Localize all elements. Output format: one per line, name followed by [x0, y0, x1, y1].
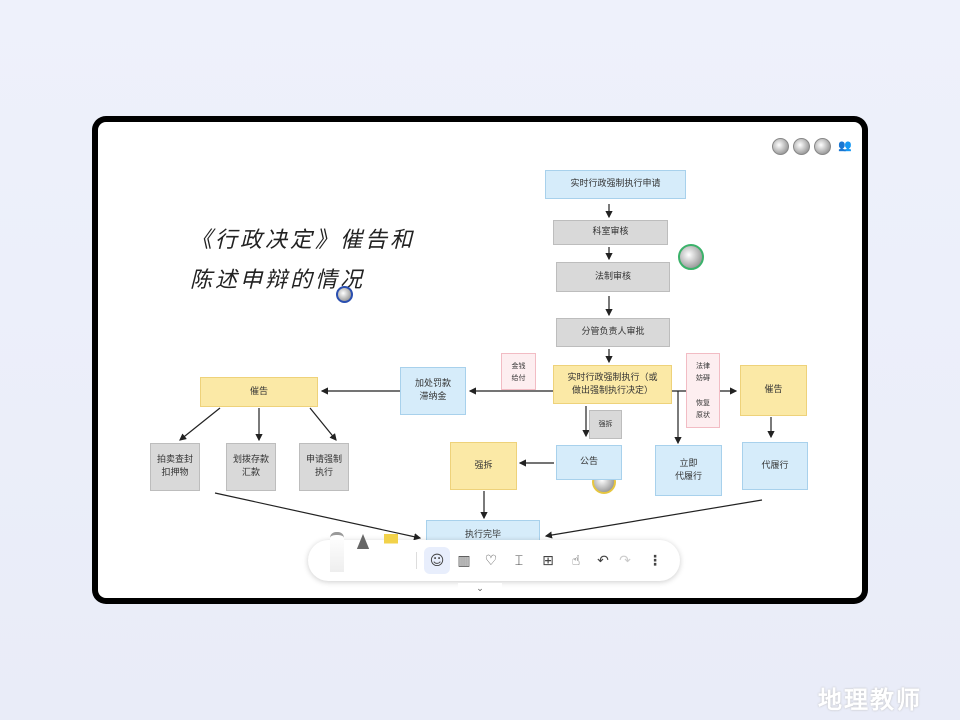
watermark: 地理教师	[818, 686, 922, 714]
node-legal-review[interactable]: 法制审核	[556, 262, 670, 292]
collaborator-cursor-avatar	[678, 244, 704, 270]
node-dept-review[interactable]: 科室审核	[553, 220, 668, 245]
handwriting-line-2: 陈述申辩的情况	[190, 268, 366, 293]
node-apply-court[interactable]: 申请强制 执行	[299, 443, 349, 491]
pen-icon[interactable]	[330, 532, 344, 572]
node-urge-right[interactable]: 催告	[740, 365, 807, 416]
node-auction[interactable]: 拍卖查封 扣押物	[150, 443, 200, 491]
drawing-toolbar: ☺ ▥ ♡ ⌶ ⊞ ☝ ↶ ↷ ⋮	[308, 532, 680, 581]
node-substitute[interactable]: 代履行	[742, 442, 808, 490]
canvas[interactable]	[98, 122, 862, 598]
redo-icon[interactable]: ↷	[619, 553, 631, 569]
node-demolish[interactable]: 强拆	[450, 442, 517, 490]
pencil-icon[interactable]	[356, 534, 370, 572]
node-surcharge[interactable]: 加处罚款 滞纳金	[400, 367, 466, 415]
collapse-toolbar-button[interactable]: ⌄	[458, 583, 502, 597]
add-icon[interactable]: ⊞	[542, 553, 554, 569]
node-transfer[interactable]: 划拨存款 汇款	[226, 443, 276, 491]
collaborator-avatar[interactable]	[793, 138, 810, 155]
collaborator-cursor-avatar	[336, 286, 353, 303]
toolbar-divider	[416, 552, 417, 569]
eraser-icon[interactable]: ▥	[457, 553, 471, 569]
node-leader-approve[interactable]: 分管负责人审批	[556, 318, 670, 347]
label-demolish[interactable]: 强拆	[589, 410, 622, 439]
node-announce[interactable]: 公告	[556, 445, 622, 480]
handwriting-line-1: 《行政决定》催告和	[190, 228, 416, 253]
label-restore-text: 恢复 原状	[696, 398, 710, 419]
label-money[interactable]: 金钱 给付	[501, 353, 536, 390]
label-law[interactable]: 法律 妨碍 恢复 原状	[686, 353, 720, 428]
label-law-text: 法律 妨碍	[696, 362, 710, 383]
collaborator-avatar[interactable]	[814, 138, 831, 155]
palette-icon[interactable]: ☺	[424, 547, 450, 574]
more-icon[interactable]: ⋮	[648, 553, 662, 569]
undo-icon[interactable]: ↶	[597, 553, 609, 569]
marker-icon[interactable]	[384, 534, 398, 572]
lasso-icon[interactable]: ♡	[484, 553, 498, 569]
collaborators-icon[interactable]: 👥	[838, 139, 852, 152]
node-urge-left[interactable]: 催告	[200, 377, 318, 407]
node-apply[interactable]: 实时行政强制执行申请	[545, 170, 686, 199]
node-enforce[interactable]: 实时行政强制执行（或 做出强制执行决定）	[553, 365, 672, 404]
collaborator-avatar[interactable]	[772, 138, 789, 155]
node-immediate[interactable]: 立即 代履行	[655, 445, 722, 496]
hand-icon[interactable]: ☝	[571, 553, 581, 569]
frame-icon[interactable]: ⌶	[514, 553, 524, 569]
